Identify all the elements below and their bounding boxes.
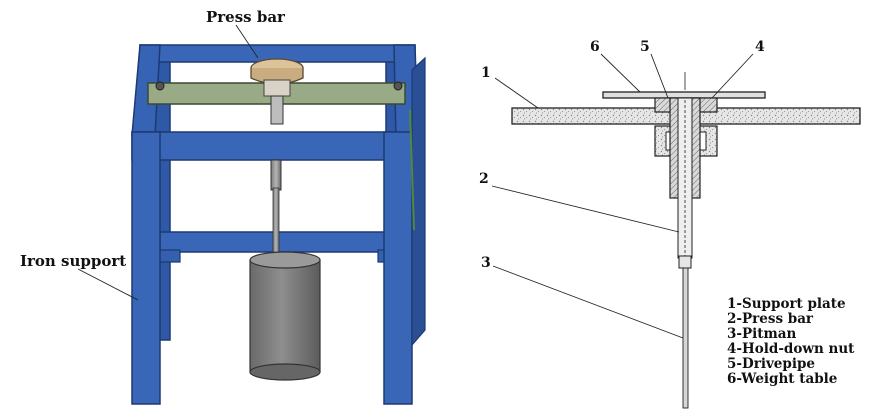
- right-side-panel: [411, 56, 426, 347]
- legend: 1-Support plate 2-Press bar 3-Pitman 4-H…: [727, 296, 855, 387]
- callout-2: 2: [479, 171, 489, 187]
- weight-table: [602, 91, 766, 99]
- iron-support-label: Iron support: [20, 252, 126, 270]
- legend-item-4: 4-Hold-down nut: [727, 341, 855, 357]
- legend-item-2: 2-Press bar: [727, 311, 814, 327]
- callout-3: 3: [481, 255, 491, 271]
- callout-1: 1: [481, 65, 491, 81]
- legend-item-6: 6-Weight table: [727, 371, 837, 387]
- callout-6: 6: [590, 39, 600, 55]
- label-press-bar: Press bar: [206, 8, 286, 59]
- legend-item-1: 1-Support plate: [727, 296, 846, 312]
- legend-item-3: 3-Pitman: [727, 326, 797, 342]
- middle-cross-beam: [159, 231, 401, 253]
- press-bar-assembly: [250, 58, 304, 264]
- front-left-leg: [131, 131, 161, 405]
- cross-section-drawing: [511, 72, 861, 409]
- label-iron-support: Iron support: [20, 252, 139, 301]
- callout-5: 5: [640, 39, 650, 55]
- legend-item-5: 5-Drivepipe: [727, 356, 815, 372]
- press-bar-label: Press bar: [206, 8, 286, 26]
- pitman-section: [682, 267, 689, 409]
- front-top-beam: [131, 131, 399, 161]
- front-right-leg: [383, 131, 413, 405]
- hanging-weight: [249, 251, 321, 381]
- callouts: 1 2 3 4 5 6: [479, 39, 765, 339]
- iron-support-frame: [131, 44, 426, 405]
- callout-4: 4: [755, 39, 765, 55]
